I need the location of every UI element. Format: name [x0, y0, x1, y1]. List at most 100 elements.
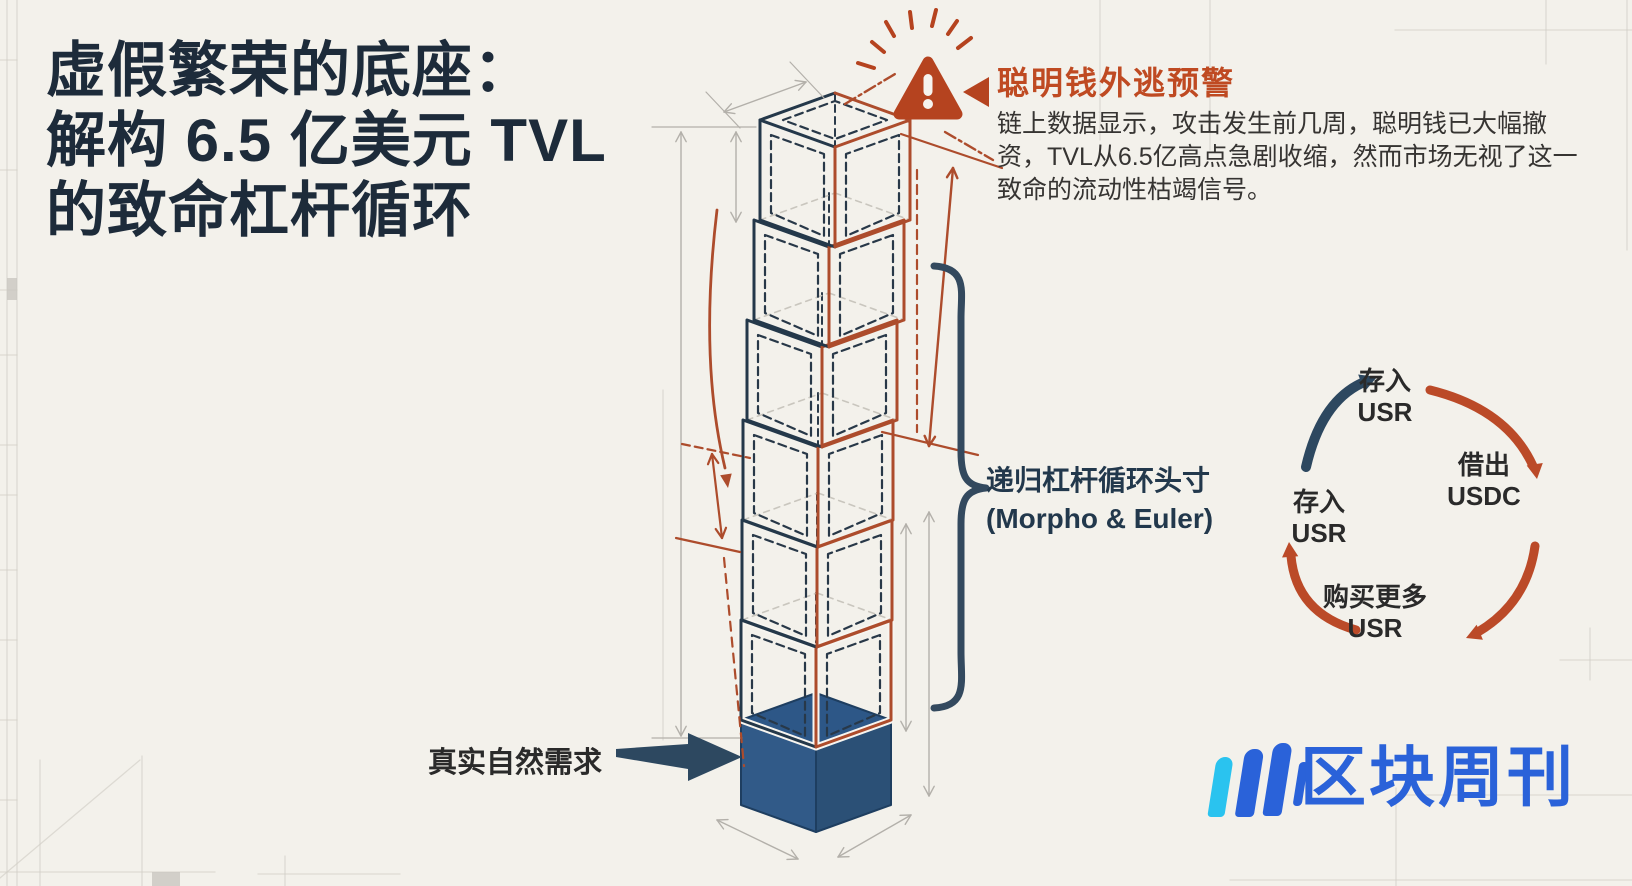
drawing-shape — [816, 592, 893, 621]
drawing-shape — [720, 526, 728, 540]
drawing-shape — [789, 61, 825, 99]
cube-left-edges — [752, 218, 831, 349]
cycle-step-label: 借出 — [1457, 450, 1510, 480]
arrowhead — [1282, 542, 1299, 558]
drawing-shape — [928, 785, 935, 797]
arrowhead — [1358, 374, 1377, 392]
arrowhead — [1466, 624, 1483, 640]
cycle-step-deposit-usr-top: 存入 USR — [1330, 366, 1440, 428]
arrowhead — [720, 473, 732, 488]
alert-exclamation — [923, 74, 933, 96]
drawing-shape — [923, 785, 930, 797]
drawing-shape — [0, 759, 141, 879]
left-face-inset — [763, 233, 820, 338]
drawing-shape — [945, 166, 955, 179]
drawing-shape — [928, 511, 935, 523]
drawing-shape — [905, 720, 912, 732]
drawing-shape — [680, 442, 752, 460]
drawing-shape — [675, 131, 682, 143]
drawing-shape — [828, 292, 905, 321]
drawing-shape — [946, 19, 959, 36]
cycle-step-label: 存入 — [1292, 487, 1345, 517]
drawing-shape — [905, 523, 912, 535]
drawing-shape — [710, 452, 724, 540]
drawing-shape — [943, 130, 995, 162]
cycle-arrow-left-top — [1301, 378, 1367, 472]
cycle-step-label: USR — [1291, 518, 1347, 548]
drawing-shape — [899, 132, 1004, 170]
drawing-shape — [716, 819, 799, 860]
brand-logo: 区块周刊 — [1300, 740, 1576, 814]
brace-label: 递归杠杆循环头寸 (Morpho & Euler) — [986, 462, 1213, 538]
drawing-shape — [856, 61, 876, 70]
cycle-step-label: USR — [1357, 397, 1413, 427]
page-title: 虚假繁荣的底座： 解构 6.5 亿美元 TVL 的致命杠杆循环 — [46, 36, 607, 247]
cube-right-edges — [820, 318, 899, 449]
drawing-shape — [714, 527, 724, 540]
drawing-shape — [716, 819, 725, 830]
drawing-shape — [817, 492, 894, 521]
drawing-shape — [951, 166, 959, 180]
cube-top-back-edge — [758, 91, 837, 122]
right-face-inset — [827, 433, 884, 538]
right-face-inset — [838, 233, 895, 338]
left-face-inset — [750, 633, 807, 738]
falling-arrow — [708, 208, 727, 470]
drawing-shape — [730, 211, 737, 223]
right-face-inset — [825, 633, 882, 738]
cube-right-edges — [827, 218, 906, 349]
ruler-cell — [7, 278, 17, 300]
warning-heading: 聪明钱外逃预警 — [997, 65, 1236, 101]
drawing-shape — [735, 211, 742, 223]
drawing-shape — [746, 392, 823, 421]
cycle-step-label: 购买更多 — [1322, 582, 1427, 612]
drawing-shape — [927, 166, 955, 448]
top-face-inset — [781, 99, 889, 141]
left-pointer-icon — [963, 77, 989, 107]
cycle-step-label: 存入 — [1358, 366, 1411, 396]
drawing-shape — [723, 103, 733, 113]
drawing-shape — [797, 81, 807, 91]
drawing-shape — [753, 292, 830, 321]
right-face-inset — [826, 533, 883, 638]
drawing-shape — [705, 91, 741, 129]
cycle-step-deposit-usr-left: 存入 USR — [1266, 487, 1372, 549]
drawing-shape — [870, 40, 886, 54]
title-line-1: 虚假繁荣的底座： — [46, 37, 534, 104]
drawing-shape — [923, 511, 930, 523]
drawing-shape — [680, 131, 687, 143]
drawing-shape — [735, 131, 742, 143]
arrowhead — [1526, 463, 1543, 479]
drawing-shape — [843, 72, 897, 106]
cycle-arrow-bottom-left — [1286, 551, 1361, 635]
drawing-shape — [900, 720, 907, 732]
curly-brace — [930, 262, 990, 712]
drawing-shape — [908, 10, 914, 30]
cycle-step-borrow-usdc: 借出 USDC — [1428, 450, 1540, 512]
drawing-shape — [723, 81, 807, 113]
drawing-shape — [794, 79, 807, 83]
cycle-arrow-top-right — [1425, 385, 1538, 471]
cube-left-edges — [758, 118, 837, 249]
drawing-shape — [900, 523, 907, 535]
cycle-step-buy-more-usr: 购买更多 USR — [1308, 582, 1442, 644]
brace-label-line-2: (Morpho & Euler) — [986, 503, 1214, 534]
cube-left-edges — [745, 318, 824, 449]
drawing-shape — [675, 725, 682, 737]
drawing-shape — [710, 452, 720, 465]
drawing-shape — [741, 592, 818, 621]
drawing-shape — [742, 492, 819, 521]
left-face-inset — [769, 133, 826, 238]
title-line-3: 的致命杠杆循环 — [46, 177, 473, 245]
drawing-shape — [722, 556, 746, 768]
left-face-inset — [751, 533, 808, 638]
cycle-step-label: USDC — [1447, 481, 1521, 511]
organic-demand-label: 真实自然需求 — [428, 747, 603, 779]
warning-body: 链上数据显示，攻击发生前几周，聪明钱已大幅撤资，TVL从6.5亿高点急剧收缩，然… — [997, 110, 1578, 204]
drawing-shape — [730, 131, 737, 143]
drawing-shape — [930, 8, 938, 28]
cycle-arrow-right-bottom — [1473, 541, 1540, 637]
drawing-shape — [790, 849, 799, 860]
